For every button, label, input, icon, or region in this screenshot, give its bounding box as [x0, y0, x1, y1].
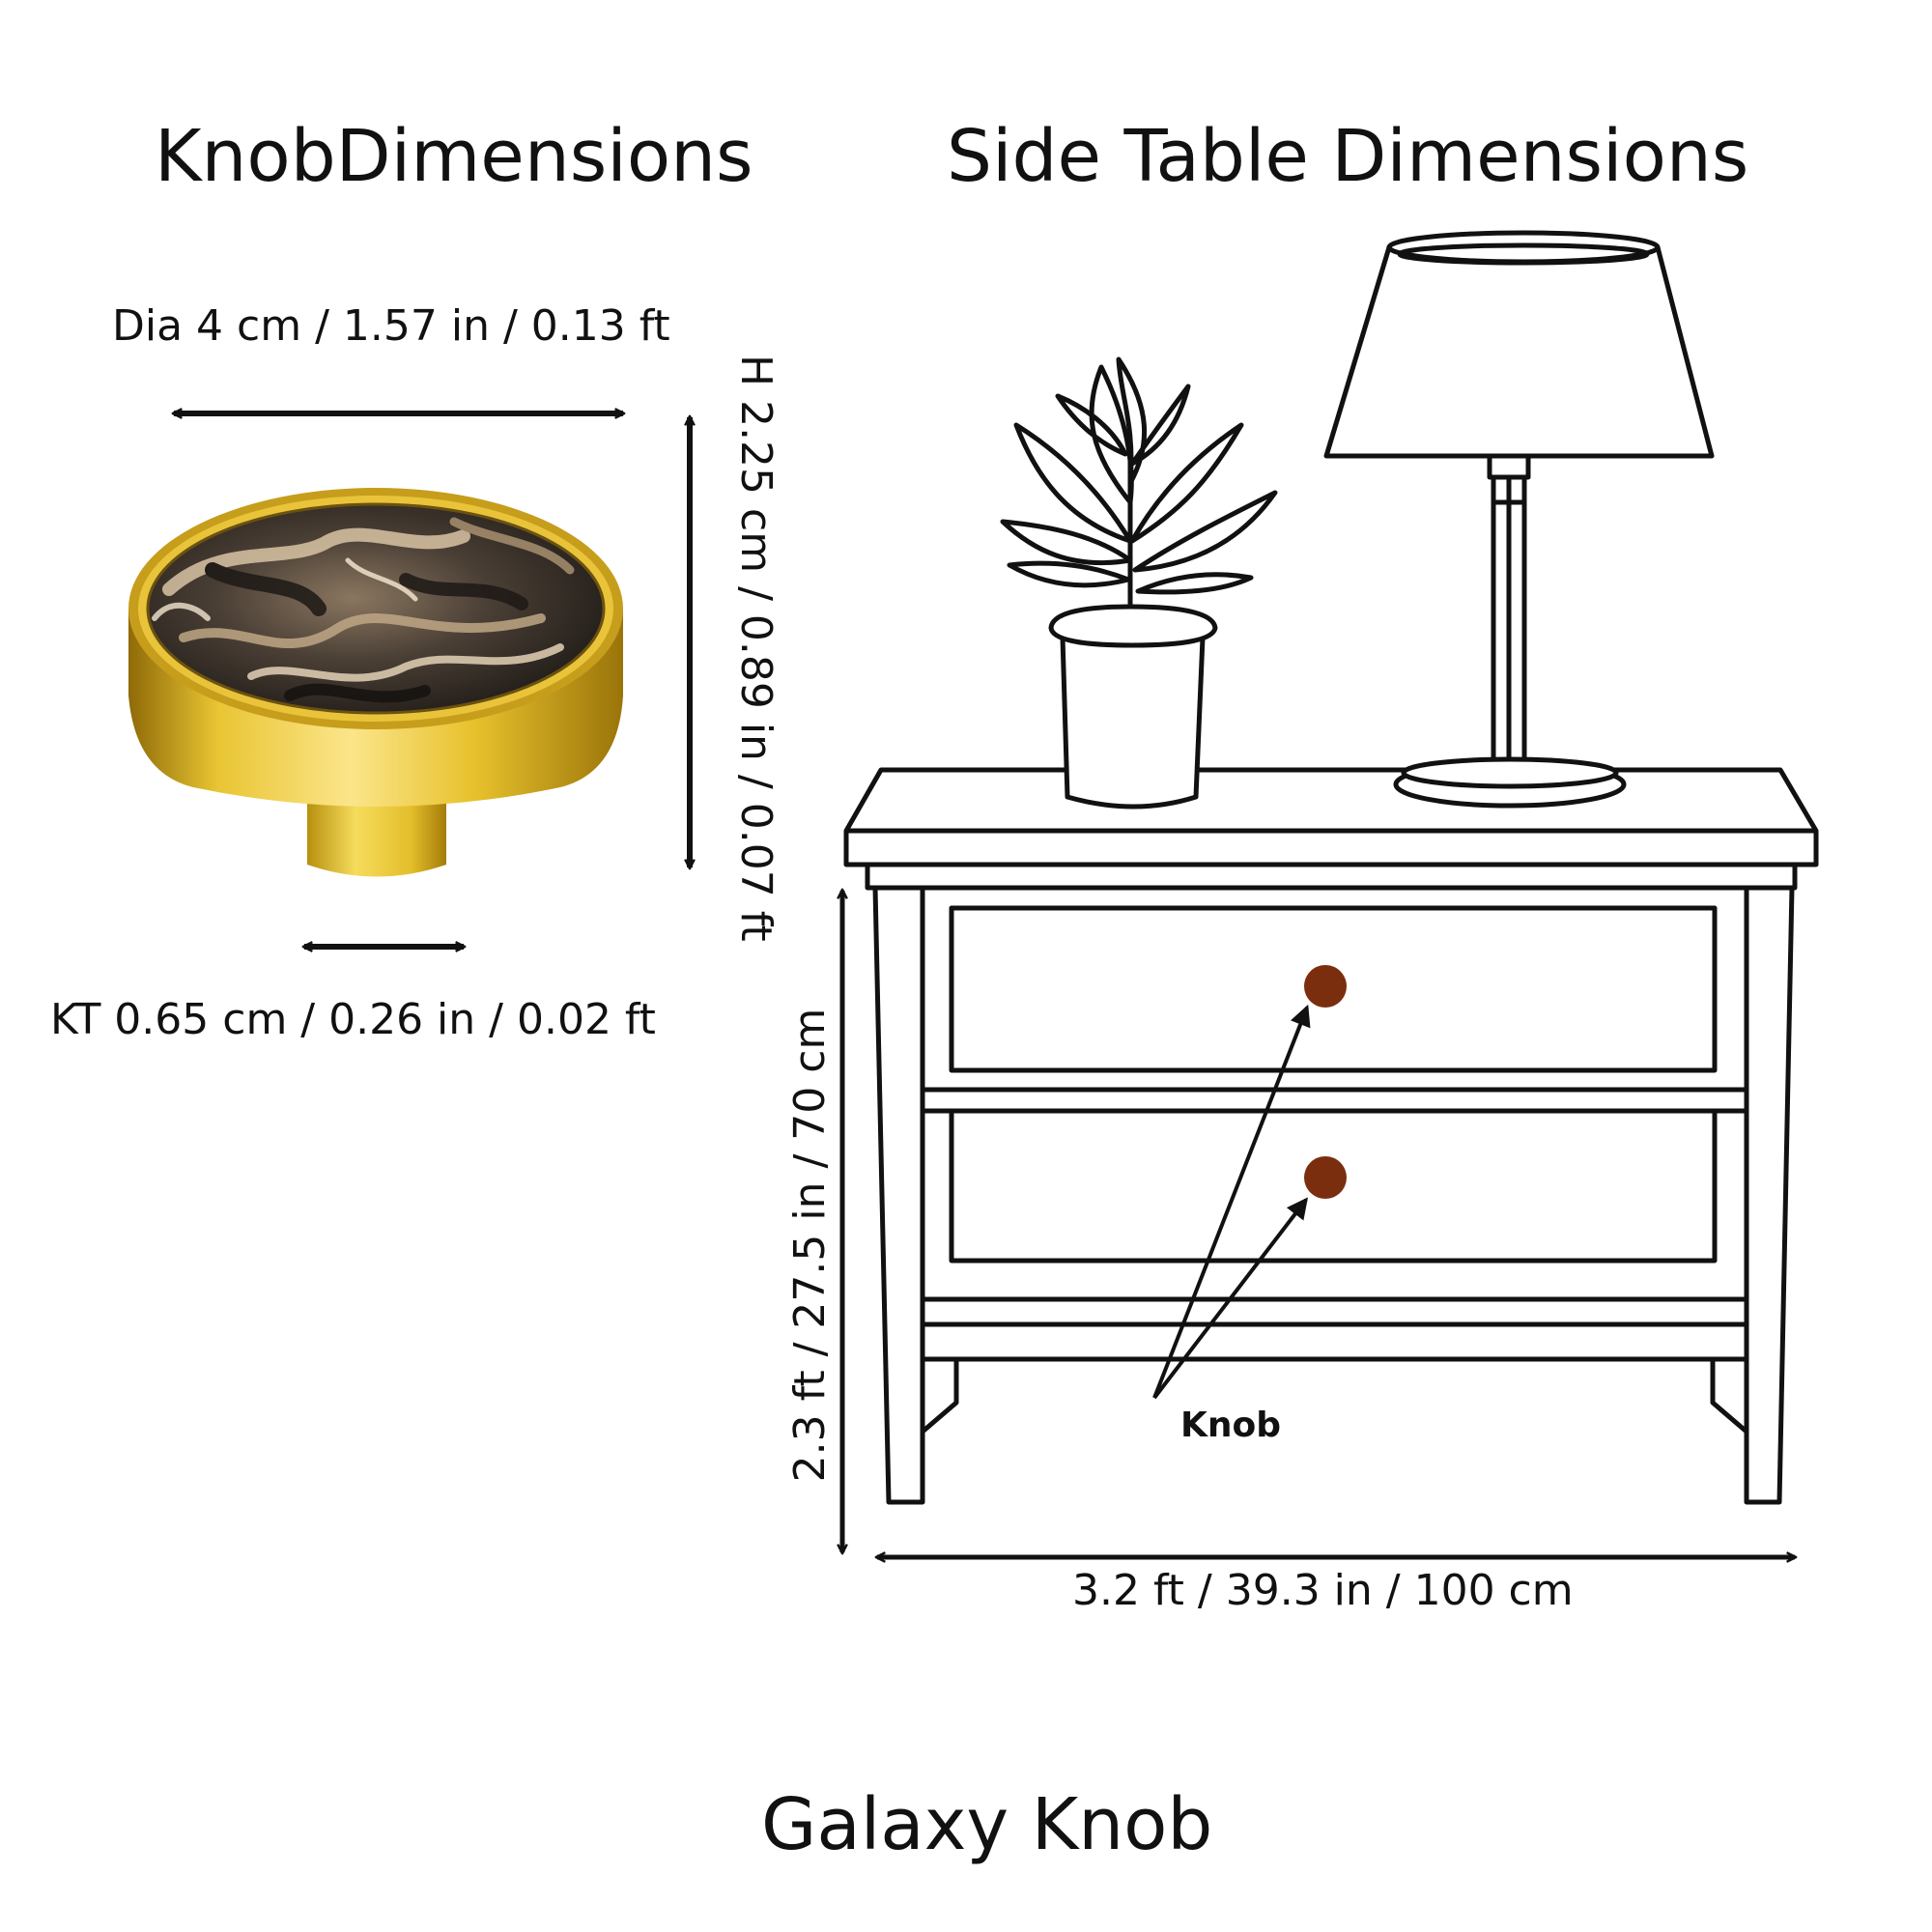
table-lamp-illustration	[1323, 230, 1715, 809]
knob-callout-label: Knob	[1180, 1406, 1282, 1445]
diameter-label: Dia 4 cm / 1.57 in / 0.13 ft	[112, 301, 670, 351]
knob-dimensions-title: KnobDimensions	[155, 115, 753, 198]
knob-illustration	[128, 488, 623, 877]
thickness-label: KT 0.65 cm / 0.26 in / 0.02 ft	[50, 995, 656, 1044]
side-table-illustration	[843, 767, 1819, 1505]
table-height-label: 2.3 ft / 27.5 in / 70 cm	[785, 1008, 835, 1483]
table-width-label: 3.2 ft / 39.3 in / 100 cm	[1072, 1566, 1574, 1615]
callout-arrow-top	[1152, 1004, 1311, 1399]
drawer-top	[949, 905, 1718, 1073]
callout-arrow-bottom	[1152, 1197, 1309, 1400]
table-leg-left	[872, 885, 925, 1505]
knob-stem	[307, 797, 446, 877]
side-table-dimensions-title: Side Table Dimensions	[947, 115, 1749, 198]
knob-marker-bottom	[1304, 1156, 1347, 1199]
table-top	[843, 767, 1819, 867]
knob-marker-top	[1304, 965, 1347, 1008]
potted-plant-illustration	[1000, 356, 1278, 810]
table-leg-right	[1744, 885, 1795, 1505]
knob-height-label: H 2.25 cm / 0.89 in / 0.07 ft	[731, 355, 781, 942]
product-title: Galaxy Knob	[761, 1783, 1213, 1866]
drawer-bottom	[949, 1108, 1718, 1264]
